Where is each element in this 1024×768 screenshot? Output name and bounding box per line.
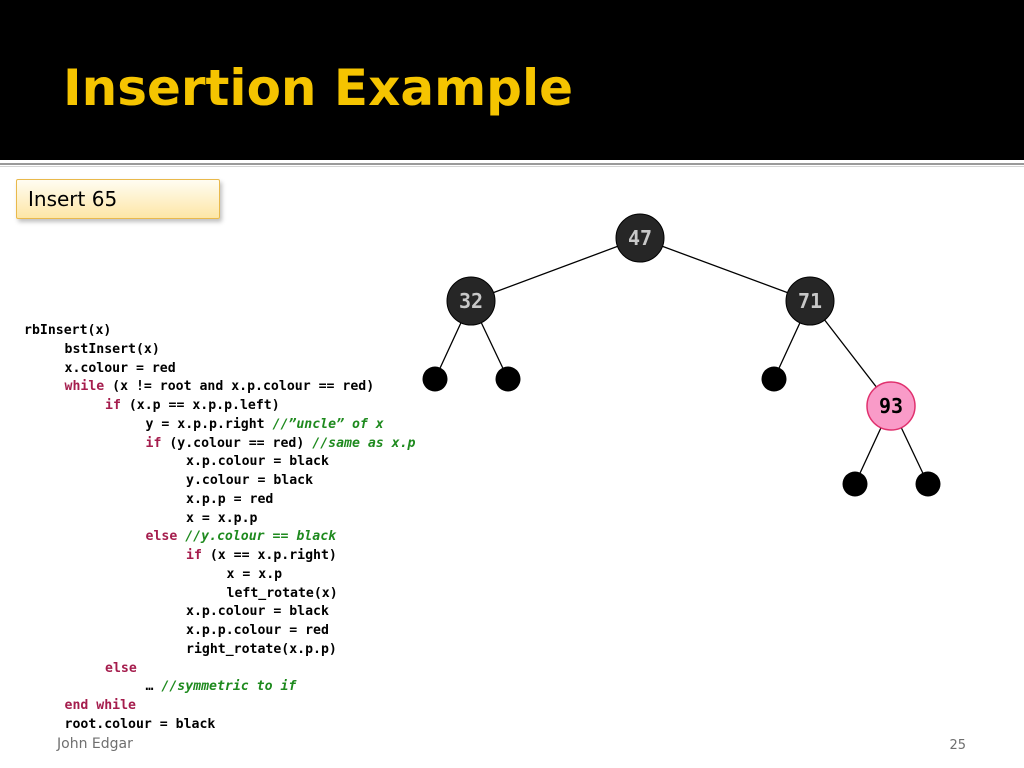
- tree-node-93: 93: [866, 381, 916, 431]
- footer-author: John Edgar: [57, 736, 133, 752]
- code-keyword: else: [145, 529, 178, 545]
- code-comment: //”uncle” of x: [272, 416, 384, 432]
- node-circle-black: [615, 213, 665, 263]
- tree-node-32: 32: [446, 276, 496, 326]
- code-line: else //y.colour == black: [24, 528, 415, 547]
- code-text: x = x.p.p: [186, 510, 258, 526]
- code-text: rbInsert(x): [24, 323, 112, 338]
- code-text: (y.colour == red): [161, 435, 313, 451]
- node-label-93: 93: [879, 394, 903, 418]
- code-comment: //y.colour == black: [185, 529, 337, 545]
- code-line: else: [24, 660, 415, 679]
- pseudocode-block: rbInsert(x) bstInsert(x) x.colour = red whi…: [24, 322, 415, 735]
- title-bar: Insertion Example: [0, 0, 1024, 160]
- code-line: root.colour = black: [24, 716, 415, 735]
- code-comment: //symmetric to if: [161, 679, 297, 695]
- code-text: (x == x.p.right): [201, 548, 337, 563]
- code-line: end while: [24, 697, 415, 716]
- code-line: y = x.p.p.right //”uncle” of x: [24, 416, 415, 435]
- code-text: x.p.p = red: [186, 491, 274, 507]
- code-text: x.colour = red: [64, 360, 176, 376]
- nil-leaf: [495, 366, 521, 392]
- code-text: y.colour = black: [186, 473, 314, 488]
- tree-node-71: 71: [785, 276, 835, 326]
- code-text: left_rotate(x): [226, 585, 338, 601]
- code-text: (x != root and x.p.colour == red): [104, 379, 375, 395]
- node-circle-black: [446, 276, 496, 326]
- nil-leaf: [761, 366, 787, 392]
- code-line: left_rotate(x): [24, 585, 415, 604]
- tree-edges: [434, 237, 929, 485]
- node-circle-red: [866, 381, 916, 431]
- node-label-32: 32: [459, 289, 483, 313]
- code-text: x = x.p: [226, 566, 283, 582]
- code-line: x.p.p = red: [24, 491, 415, 510]
- code-line: x.p.colour = black: [24, 453, 415, 472]
- code-text: x.p.colour = black: [186, 454, 329, 470]
- code-text: x.p.p.colour = red: [186, 623, 329, 638]
- code-keyword: if: [145, 435, 162, 451]
- code-line: while (x != root and x.p.colour == red): [24, 378, 415, 397]
- code-line: bstInsert(x): [24, 341, 415, 360]
- edge-47-32: [470, 237, 641, 302]
- code-line: y.colour = black: [24, 472, 415, 491]
- code-line: x.p.colour = black: [24, 603, 415, 622]
- code-text: root.colour = black: [64, 716, 216, 732]
- node-label-47: 47: [628, 226, 652, 250]
- code-line: … //symmetric to if: [24, 678, 415, 697]
- insert-callout-text: Insert 65: [28, 187, 118, 211]
- insert-callout: Insert 65: [16, 179, 220, 219]
- nil-leaf: [422, 366, 448, 392]
- code-text: (x.p == x.p.p.left): [120, 398, 280, 413]
- code-keyword: if: [105, 398, 121, 413]
- code-text: y = x.p.p.right: [145, 416, 273, 432]
- code-line: x.p.p.colour = red: [24, 622, 415, 641]
- nil-leaf: [915, 471, 941, 497]
- code-text: …: [145, 679, 162, 695]
- title-divider-thin: [0, 166, 1024, 167]
- code-keyword: while: [64, 379, 105, 395]
- code-line: if (x.p == x.p.p.left): [24, 397, 415, 416]
- code-keyword: else: [105, 660, 137, 676]
- code-line: x.colour = red: [24, 360, 415, 379]
- code-line: x = x.p: [24, 566, 415, 585]
- slide-title: Insertion Example: [63, 59, 574, 117]
- code-text: bstInsert(x): [64, 341, 160, 357]
- title-divider: [0, 163, 1024, 165]
- edge-47-71: [639, 237, 811, 302]
- code-line: if (y.colour == red) //same as x.p: [24, 435, 416, 454]
- nil-leaf: [842, 471, 868, 497]
- tree-node-47: 47: [615, 213, 665, 263]
- page-number: 25: [949, 738, 966, 753]
- code-text: x.p.colour = black: [186, 604, 329, 620]
- code-line: x = x.p.p: [24, 510, 415, 529]
- code-line: rbInsert(x): [24, 322, 415, 341]
- code-line: if (x == x.p.right): [24, 547, 415, 566]
- node-circle-black: [785, 276, 835, 326]
- node-label-71: 71: [798, 289, 822, 313]
- code-comment: //same as x.p: [312, 435, 416, 451]
- code-text: right_rotate(x.p.p): [186, 641, 337, 657]
- code-keyword: if: [186, 548, 202, 563]
- code-line: right_rotate(x.p.p): [24, 641, 415, 660]
- code-keyword: end while: [64, 698, 136, 713]
